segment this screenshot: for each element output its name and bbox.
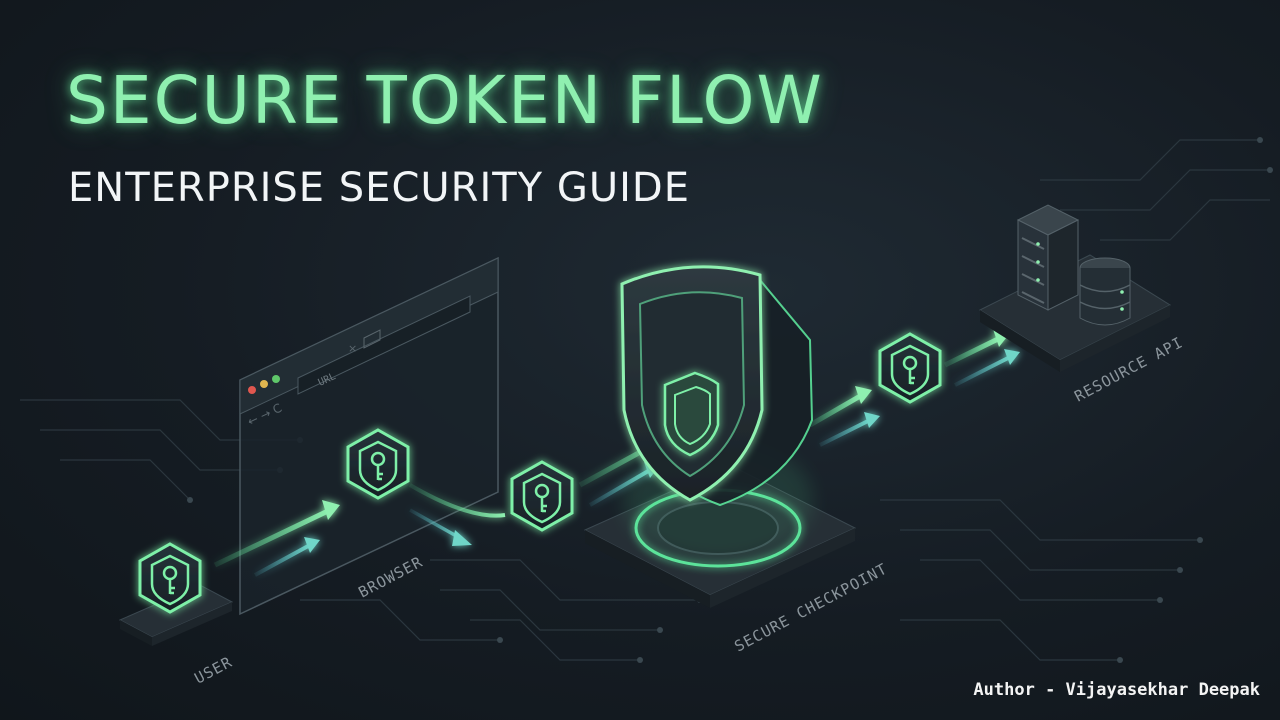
user-node	[118, 544, 234, 646]
circuit-traces	[20, 139, 1270, 661]
key-shield-icon	[348, 430, 408, 498]
window-minimize-dot	[260, 380, 268, 388]
window-maximize-dot	[272, 375, 280, 383]
window-close-dot	[248, 386, 256, 394]
resource-api-node	[978, 204, 1172, 372]
server-icon	[1016, 204, 1080, 311]
page-subtitle: ENTERPRISE SECURITY GUIDE	[68, 165, 690, 211]
label-browser: BROWSER	[355, 553, 425, 602]
database-icon	[1079, 257, 1131, 326]
secure-checkpoint	[583, 265, 857, 608]
key-shield-icon	[512, 462, 572, 530]
flow-arrows	[213, 329, 1020, 577]
author-credit: Author - Vijayasekhar Deepak	[973, 680, 1260, 700]
key-shield-icon	[140, 544, 200, 612]
label-user: USER	[191, 653, 235, 688]
page-title: SECURE TOKEN FLOW	[66, 62, 824, 139]
shield-icon	[620, 265, 814, 507]
svg-text:×: ×	[348, 342, 357, 355]
key-shield-icon	[880, 334, 940, 402]
